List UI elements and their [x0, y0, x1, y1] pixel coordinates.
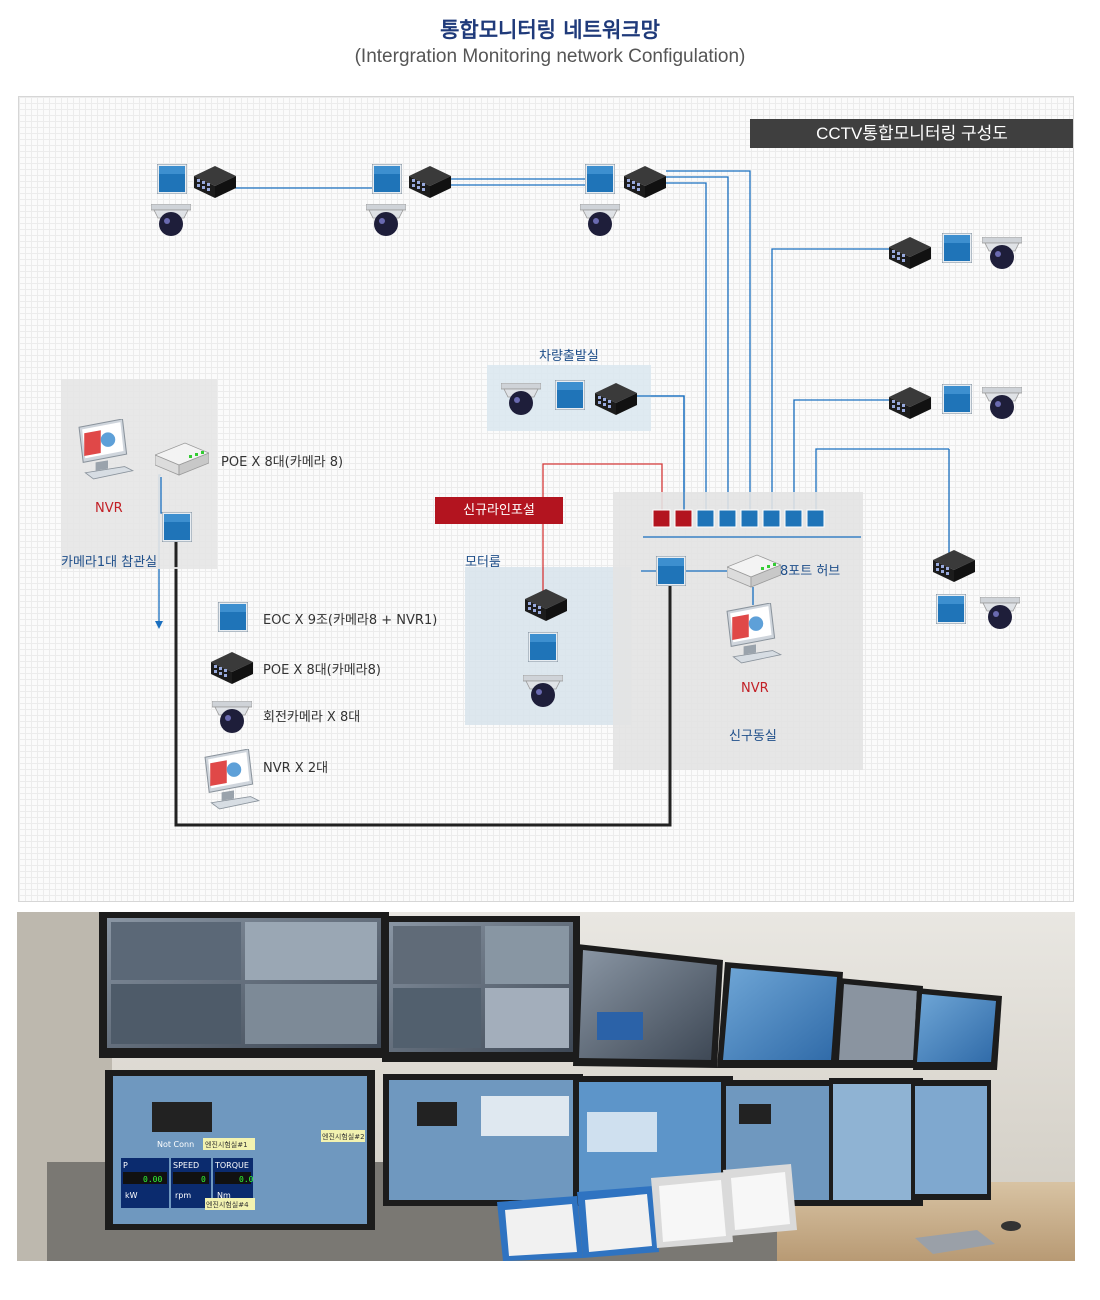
monitor-top-1: [99, 912, 389, 1058]
hub-port-red: [652, 509, 671, 528]
legend-nvr-label: NVR X 2대: [263, 761, 329, 776]
monitor-bottom-6: [911, 1080, 991, 1200]
p-value: 0.00: [143, 1175, 162, 1184]
dome-camera-icon: [212, 701, 252, 734]
dome-camera-icon: [366, 204, 406, 237]
monitor-bottom-1: Not Conn 엔진시험실#1 엔진시험실#2 P SPEED TORQUE …: [105, 1070, 375, 1230]
monitor-top-5: [833, 978, 923, 1068]
eoc-converter-icon: [528, 632, 558, 662]
not-conn-text: Not Conn: [157, 1140, 194, 1149]
nm-text: Nm: [217, 1191, 231, 1200]
hub-port-blue: [762, 509, 781, 528]
nvr-monitor-icon: [204, 749, 260, 810]
torque-value: 0.0: [239, 1175, 254, 1184]
eoc-converter-icon: [555, 380, 585, 410]
dome-camera-icon: [580, 204, 620, 237]
room4-text: 엔진시험실#4: [206, 1200, 249, 1209]
eoc-converter-icon: [942, 233, 972, 263]
dome-camera-icon: [980, 597, 1020, 630]
dome-camera-icon: [151, 204, 191, 237]
diagram-canvas: [61, 164, 1022, 827]
hub-port-blue: [696, 509, 715, 528]
new-room-label: 신구동실: [729, 729, 777, 744]
page-title: 통합모니터링 네트워크망: [440, 18, 660, 42]
dome-camera-icon: [982, 387, 1022, 420]
eoc-converter-icon: [585, 164, 615, 194]
room1-text: 엔진시험실#1: [205, 1140, 248, 1149]
hub-port-blue: [806, 509, 825, 528]
hub-label: 8포트 허브: [780, 564, 841, 579]
diagram-banner: CCTV통합모니터링 구성도: [750, 119, 1073, 148]
rpm-text: rpm: [175, 1191, 191, 1200]
poe-switch-icon: [624, 166, 666, 198]
eoc-converter-icon: [936, 594, 966, 624]
nvr-left-label: NVR: [95, 501, 123, 516]
dome-camera-icon: [982, 237, 1022, 270]
eoc-converter-icon: [942, 384, 972, 414]
photo-canvas: Not Conn 엔진시험실#1 엔진시험실#2 P SPEED TORQUE …: [17, 912, 1075, 1261]
p-text: P: [123, 1161, 128, 1170]
monitor-top-6: [913, 988, 1002, 1070]
eoc-converter-icon: [372, 164, 402, 194]
network-diagram: CCTV통합모니터링 구성도 신규라인포설 차량출발실 카메라1대 참관실 모터…: [18, 96, 1074, 902]
kw-text: kW: [125, 1191, 138, 1200]
monitor-top-4: [717, 962, 843, 1068]
torque-text: TORQUE: [214, 1161, 249, 1170]
monitor-bottom-4: [721, 1080, 837, 1206]
tablet-panels: [497, 1164, 797, 1261]
poe-switch-icon: [409, 166, 451, 198]
hub-port-blue: [740, 509, 759, 528]
speed-text: SPEED: [173, 1161, 199, 1170]
poe-switch-icon: [194, 166, 236, 198]
poe-switch-icon: [211, 652, 253, 684]
motor-room-label: 모터룸: [465, 555, 501, 570]
control-room-photo: Not Conn 엔진시험실#1 엔진시험실#2 P SPEED TORQUE …: [17, 912, 1075, 1261]
arrow-down-icon: [155, 621, 163, 629]
poe-left-label: POE X 8대(카메라 8): [221, 455, 344, 470]
hub-port-blue: [784, 509, 803, 528]
hub-port-row: [652, 509, 825, 528]
eoc-converter-icon: [656, 556, 686, 586]
speed-value: 0: [201, 1175, 206, 1184]
camera-room-label: 카메라1대 참관실: [61, 555, 158, 570]
eoc-converter-icon: [157, 164, 187, 194]
monitor-top-3: [573, 944, 723, 1068]
legend-poe-label: POE X 8대(카메라8): [263, 663, 381, 678]
mouse: [1001, 1221, 1021, 1231]
legend-eoc-label: EOC X 9조(카메라8 + NVR1): [263, 613, 438, 628]
eoc-converter-icon: [162, 512, 192, 542]
room2-text: 엔진시험실#2: [322, 1132, 365, 1141]
new-line-badge: 신규라인포설: [435, 497, 563, 524]
vehicle-room-label: 차량출발실: [539, 349, 599, 364]
eoc-converter-icon: [218, 602, 248, 632]
hub-port-blue: [718, 509, 737, 528]
page-subtitle: (Intergration Monitoring network Configu…: [354, 46, 746, 67]
nvr-right-label: NVR: [741, 681, 769, 696]
monitor-bottom-2: [383, 1074, 583, 1206]
monitor-top-2: [382, 916, 580, 1062]
legend-camera-label: 회전카메라 X 8대: [263, 710, 361, 725]
keyboard: [915, 1230, 995, 1254]
camera-room-box: [61, 379, 217, 569]
poe-switch-icon: [889, 237, 931, 269]
poe-switch-icon: [889, 387, 931, 419]
hub-port-red: [674, 509, 693, 528]
poe-switch-icon: [933, 550, 975, 582]
monitor-bottom-5: [829, 1078, 923, 1206]
